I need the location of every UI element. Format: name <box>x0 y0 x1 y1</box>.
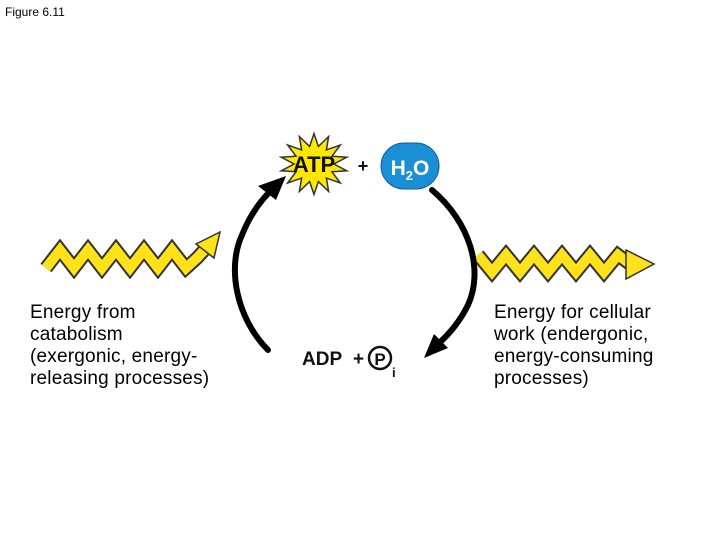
caption-line: Energy from <box>30 302 136 323</box>
hydrolysis-arrowhead <box>424 334 448 358</box>
water-molecule: H2O <box>380 142 440 190</box>
water-h: H <box>391 157 406 180</box>
hydrolysis-cycle-arrow <box>429 187 478 347</box>
caption-line: Energy for cellular <box>494 302 651 323</box>
adp-plus: + <box>353 349 364 370</box>
catabolism-energy-caption: Energy from catabolism (exergonic, energ… <box>30 302 209 390</box>
water-o: O <box>413 157 429 180</box>
adp-label: ADP <box>302 349 342 370</box>
phosphate-subscript: i <box>392 365 396 380</box>
caption-line: work (endergonic, <box>494 324 649 345</box>
plus-sign-top: + <box>358 156 369 176</box>
caption-line: (exergonic, energy- <box>30 346 198 367</box>
synthesis-arrowhead <box>258 176 286 200</box>
caption-line: releasing processes) <box>30 368 210 389</box>
phosphate-circle <box>367 345 393 371</box>
caption-line: catabolism <box>30 324 123 345</box>
synthesis-cycle-arrow <box>231 183 279 353</box>
caption-line: processes) <box>494 368 589 389</box>
figure-label: Figure 6.11 <box>5 5 65 19</box>
outgoing-energy-arrow <box>472 243 656 284</box>
water-subscript: 2 <box>406 168 413 183</box>
caption-line: energy-consuming <box>494 346 654 367</box>
adp-phosphate: ADP + P i <box>302 345 396 380</box>
incoming-energy-arrow <box>40 230 222 280</box>
phosphate-label: P <box>374 350 385 369</box>
cellular-work-caption: Energy for cellular work (endergonic, en… <box>494 302 654 390</box>
atp-label: ATP <box>293 152 335 177</box>
atp-starburst: ATP <box>278 131 350 197</box>
svg-text:H2O: H2O <box>391 157 430 183</box>
